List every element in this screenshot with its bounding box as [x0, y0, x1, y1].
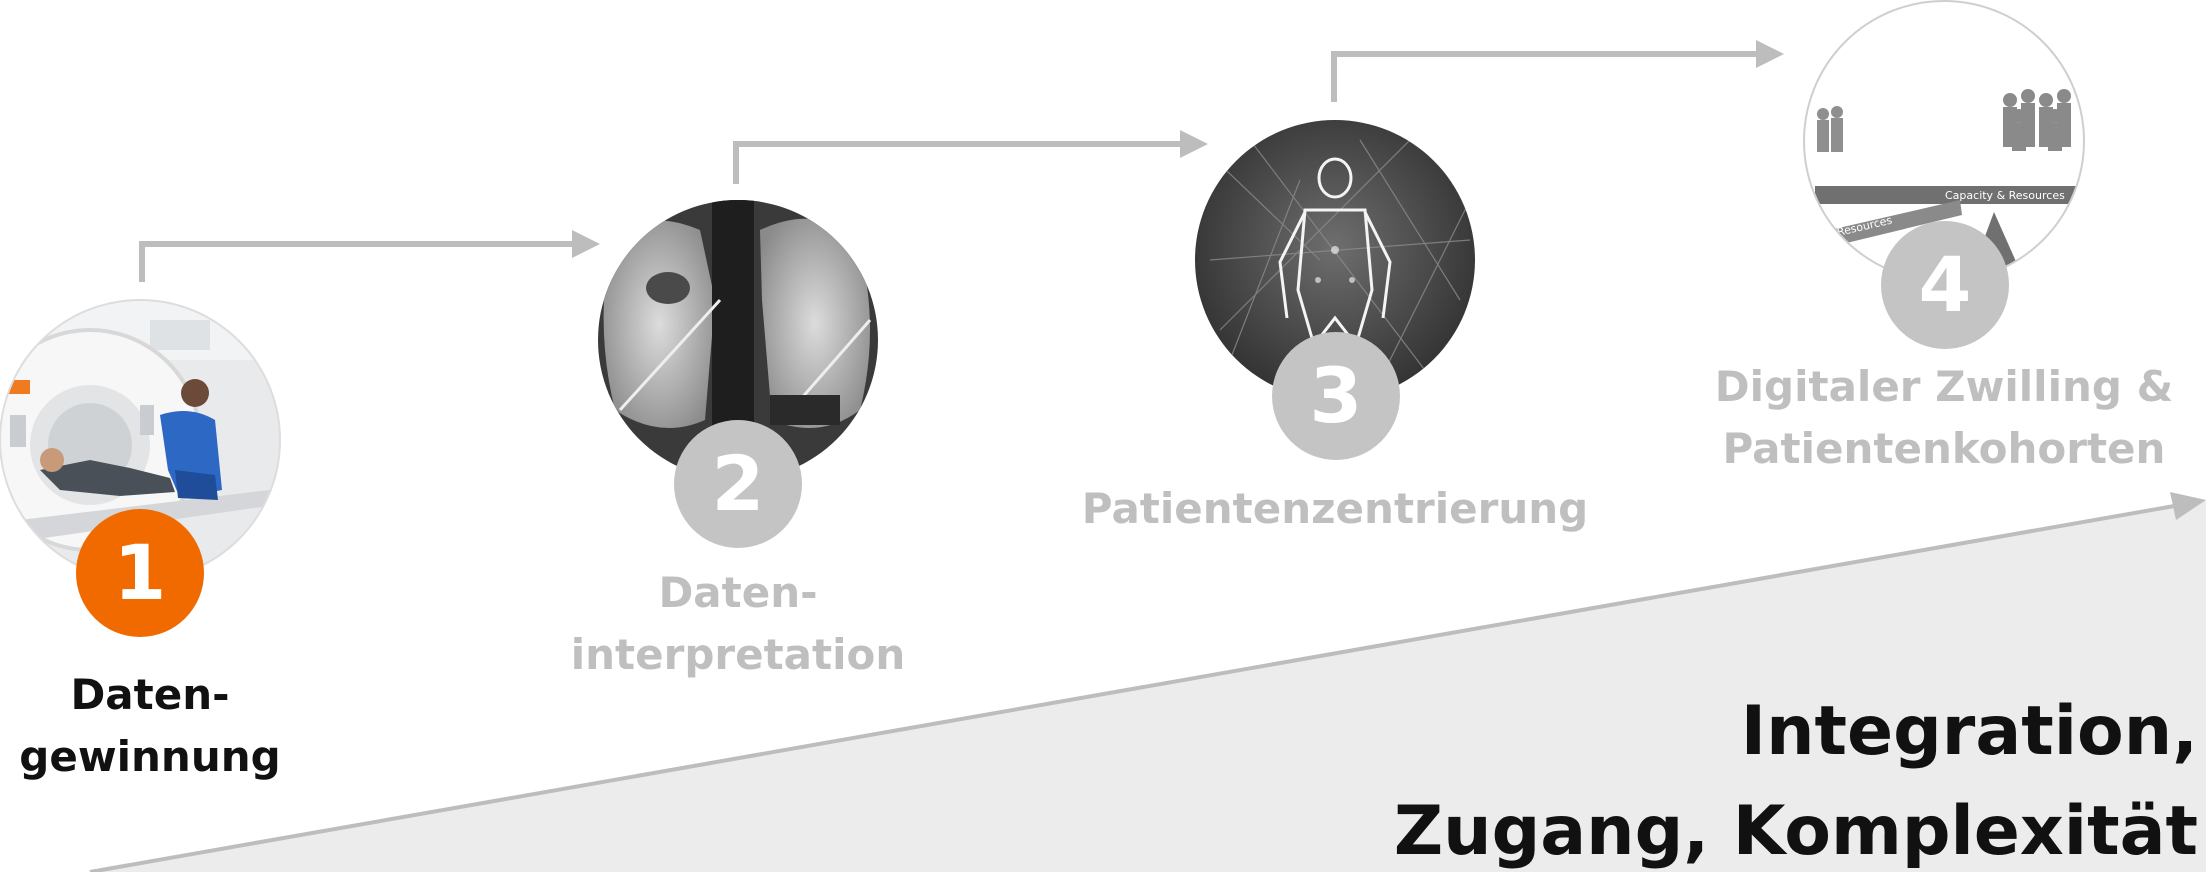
growth-arrow-head	[2170, 492, 2206, 520]
axis-label-line-2: Zugang, Komplexität	[1393, 792, 2198, 871]
step-2-label: Daten- interpretation	[560, 562, 916, 686]
step-3-label: Patientenzentrierung	[1075, 478, 1595, 540]
step-2-number-badge: 2	[674, 420, 802, 548]
step-arrow-2-3-head	[1180, 130, 1208, 158]
step-4-number-badge: 4	[1881, 221, 2009, 349]
step-1-number-badge: 1	[76, 509, 204, 637]
step-1-label-line-2: gewinnung	[19, 732, 281, 781]
step-4-label: Digitaler Zwilling & Patientenkohorten	[1700, 356, 2188, 480]
image4-capacity-text: Capacity & Resources	[1945, 189, 2065, 202]
step-1-label-line-1: Daten-	[70, 670, 230, 719]
step-2-label-line-2: interpretation	[570, 630, 906, 679]
step-4-label-line-1: Digitaler Zwilling &	[1714, 362, 2174, 411]
axis-label: Integration, Zugang, Komplexität	[1394, 682, 2198, 882]
step-arrow-2-3	[733, 141, 1182, 184]
step-3-label-line-1: Patientenzentrierung	[1081, 484, 1589, 533]
step-arrow-3-4-head	[1756, 40, 1784, 68]
step-arrow-1-2	[139, 241, 575, 282]
step-arrow-3-4	[1331, 51, 1758, 102]
growth-arrow-line	[89, 503, 2181, 872]
step-3-number-badge: 3	[1272, 332, 1400, 460]
step-1-label: Daten- gewinnung	[0, 664, 300, 788]
step-arrow-1-2-head	[572, 230, 600, 258]
step-4-label-line-2: Patientenkohorten	[1722, 424, 2166, 473]
axis-label-line-1: Integration,	[1740, 692, 2198, 771]
ct-scanner-photo	[0, 300, 280, 580]
step-2-label-line-1: Daten-	[658, 568, 818, 617]
